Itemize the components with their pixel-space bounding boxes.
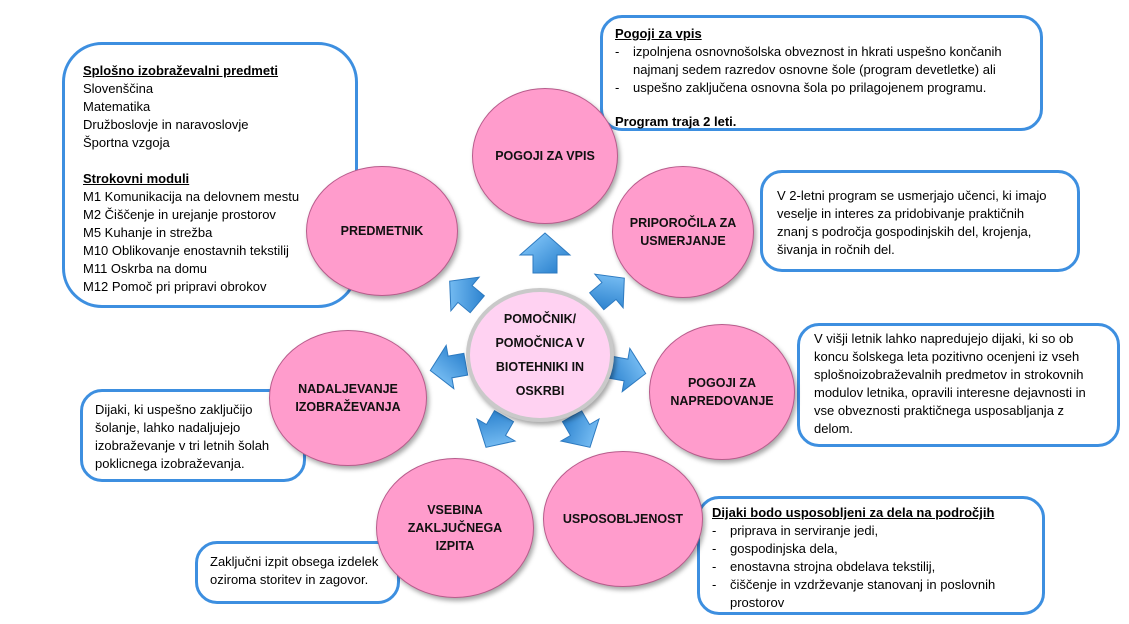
list-item: priprava in serviranje jedi, (712, 522, 1030, 540)
text-line: šolanje, lahko nadaljujejo (95, 420, 241, 435)
node-label: POGOJI ZA NAPREDOVANJE (670, 376, 774, 408)
box-priporocila: V 2-letni program se usmerjajo učenci, k… (760, 170, 1080, 272)
text-line: šivanja in ročnih del. (777, 242, 895, 257)
arrow-right-icon (607, 346, 647, 393)
node-usposobljenost: USPOSOBLJENOST (543, 451, 703, 587)
module-item: M5 Kuhanje in strežba (83, 225, 213, 240)
box-predmetnik-title2: Strokovni moduli (83, 171, 190, 186)
module-item: M2 Čiščenje in urejanje prostorov (83, 207, 276, 222)
box-napredovanje: V višji letnik lahko napredujejo dijaki,… (797, 323, 1120, 447)
box-pogoji-za-vpis: Pogoji za vpis izpolnjena osnovnošolska … (600, 15, 1043, 131)
box-pogoji-footer: Program traja 2 leti. (615, 114, 737, 129)
text-line: vse obveznosti praktičnega usposabljanja… (814, 403, 1065, 418)
center-circle: POMOČNIK/ POMOČNICA V BIOTEHNIKI IN OSKR… (466, 288, 614, 422)
text-line: splošnoizobraževalnih predmetov in strok… (814, 367, 1084, 382)
text-line: Dijaki, ki uspešno zaključijo (95, 402, 253, 417)
text-line: delom. (814, 421, 854, 436)
arrow-upper-right-icon (588, 273, 625, 311)
list-item: izpolnjena osnovnošolska obveznost in hk… (615, 43, 1028, 79)
box-vsebina: Zaključni izpit obsega izdelek oziroma s… (195, 541, 400, 604)
node-priporocila: PRIPOROČILA ZA USMERJANJE (612, 166, 754, 298)
text-line: znanj s področja gospodinjskih del, kroj… (777, 224, 1032, 239)
text-line: poklicnega izobraževanja. (95, 456, 245, 471)
subject-item: Matematika (83, 99, 151, 114)
module-item: M10 Oblikovanje enostavnih tekstilij (83, 243, 289, 258)
center-label: POMOČNIK/ POMOČNICA V BIOTEHNIKI IN OSKR… (495, 312, 585, 398)
subject-item: Športna vzgoja (83, 135, 170, 150)
node-vsebina: VSEBINA ZAKLJUČNEGA IZPITA (376, 458, 534, 598)
list-item: gospodinjska dela, (712, 540, 1030, 558)
text-line: veselje in interes za pridobivanje prakt… (777, 206, 1025, 221)
node-predmetnik: PREDMETNIK (306, 166, 458, 296)
node-nadaljevanje: NADALJEVANJE IZOBRAŽEVANJA (269, 330, 427, 466)
arrow-left-icon (429, 343, 469, 390)
box-pogoji-title: Pogoji za vpis (615, 26, 702, 41)
box-usposobljenost-title: Dijaki bodo usposobljeni za dela na podr… (712, 505, 995, 520)
node-label: POGOJI ZA VPIS (495, 149, 595, 163)
text-line: izobraževanje v tri letnih šolah (95, 438, 270, 453)
subject-item: Slovenščina (83, 81, 154, 96)
module-item: M11 Oskrba na domu (83, 261, 208, 276)
box-usposobljenost-list: priprava in serviranje jedi, gospodinjsk… (712, 522, 1030, 612)
arrow-upper-left-icon (449, 276, 486, 314)
arrow-up-icon (518, 232, 572, 274)
node-label: VSEBINA ZAKLJUČNEGA IZPITA (407, 503, 503, 553)
module-item: M12 Pomoč pri pripravi obrokov (83, 279, 267, 294)
text-line: V višji letnik lahko napredujejo dijaki,… (814, 331, 1074, 346)
text-line: modulov letnika, opravili interesne deja… (814, 385, 1086, 400)
subject-item: Družboslovje in naravoslovje (83, 117, 249, 132)
arrow-lower-right-icon (559, 409, 600, 448)
node-label: PRIPOROČILA ZA USMERJANJE (629, 216, 737, 248)
box-predmetnik-title1: Splošno izobraževalni predmeti (83, 63, 279, 78)
box-predmetnik: Splošno izobraževalni predmeti Slovenšči… (62, 42, 358, 308)
node-pogoji-za-vpis: POGOJI ZA VPIS (472, 88, 618, 224)
node-label: PREDMETNIK (340, 224, 424, 238)
list-item: čiščenje in vzdrževanje stanovanj in pos… (712, 576, 1030, 612)
module-item: M1 Komunikacija na delovnem mestu (83, 189, 300, 204)
node-label: USPOSOBLJENOST (562, 512, 684, 526)
list-item: uspešno zaključena osnovna šola po prila… (615, 79, 1028, 97)
text-line: V 2-letni program se usmerjajo učenci, k… (777, 188, 1047, 203)
box-nadaljevanje: Dijaki, ki uspešno zaključijo šolanje, l… (80, 389, 306, 482)
text-line: Zaključni izpit obsega izdelek (210, 554, 379, 569)
arrow-lower-left-icon (476, 409, 517, 448)
list-item: enostavna strojna obdelava tekstilij, (712, 558, 1030, 576)
text-line: oziroma storitev in zagovor. (210, 572, 369, 587)
box-usposobljenost: Dijaki bodo usposobljeni za dela na podr… (697, 496, 1045, 615)
box-pogoji-list: izpolnjena osnovnošolska obveznost in hk… (615, 43, 1028, 97)
text-line: koncu šolskega leta pozitivno ocenjeni i… (814, 349, 1080, 364)
node-label: NADALJEVANJE IZOBRAŽEVANJA (295, 382, 401, 414)
node-napredovanje: POGOJI ZA NAPREDOVANJE (649, 324, 795, 460)
